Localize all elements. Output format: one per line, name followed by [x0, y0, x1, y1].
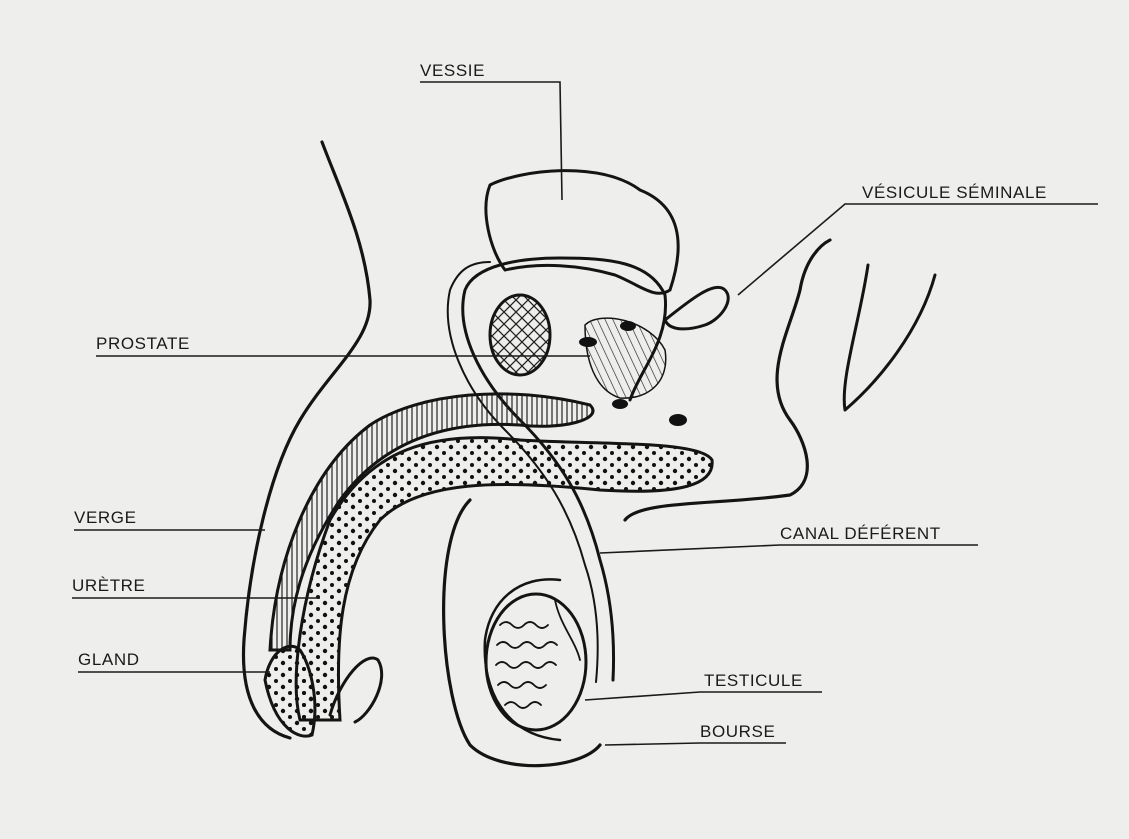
leader-vessie: [420, 82, 562, 200]
label-testicule: TESTICULE: [704, 671, 803, 690]
label-canal-deferent: CANAL DÉFÉRENT: [780, 524, 941, 543]
leader-testicule: [585, 692, 822, 700]
duct-blob: [669, 414, 687, 426]
buttock-outline: [844, 265, 935, 410]
leader-bourse: [605, 743, 786, 745]
label-vesicule-seminale: VÉSICULE SÉMINALE: [862, 183, 1047, 202]
duct-blob: [612, 399, 628, 409]
label-vessie: VESSIE: [420, 61, 485, 80]
leader-canal: [600, 545, 978, 553]
label-gland: GLAND: [78, 650, 140, 669]
duct-blob: [579, 337, 597, 347]
label-prostate: PROSTATE: [96, 334, 190, 353]
seminal-vesicle-shape: [665, 287, 728, 329]
label-verge: VERGE: [74, 508, 137, 527]
label-bourse: BOURSE: [700, 722, 775, 741]
prostate-shape: [490, 295, 550, 375]
label-uretre: URÈTRE: [72, 576, 146, 595]
leader-vesicule: [738, 204, 1098, 295]
testicle-tubules: [496, 600, 580, 708]
duct-blob: [620, 321, 636, 331]
scrotum-inner: [485, 579, 560, 740]
